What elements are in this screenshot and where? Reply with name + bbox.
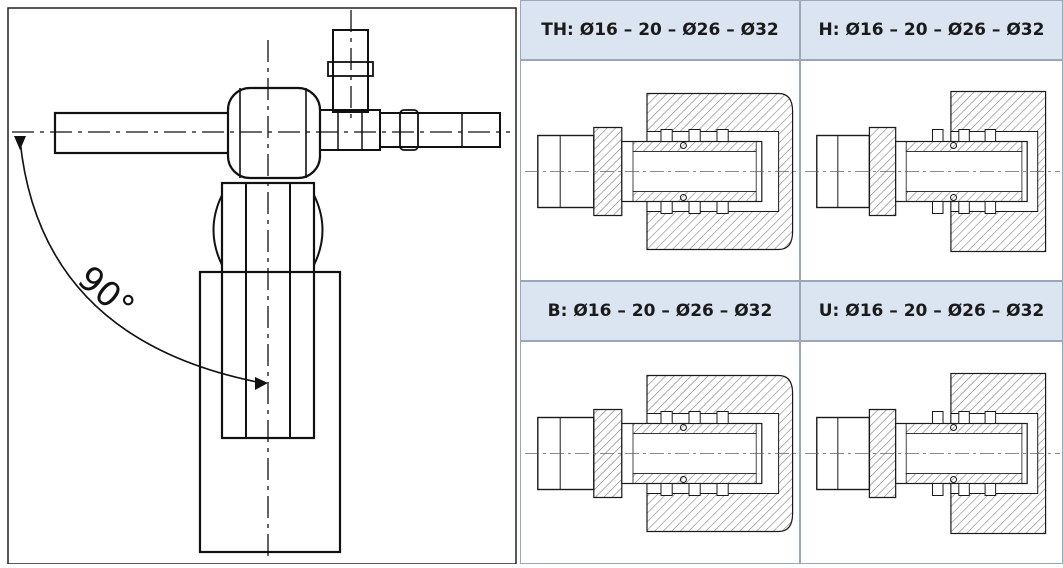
stem-wall-top [905, 141, 1023, 152]
groove-bottom [932, 201, 944, 214]
stem-wall-bottom [905, 473, 1023, 484]
angle-label: 90° [70, 258, 142, 327]
groove-bottom [984, 201, 997, 214]
groove-bottom [984, 483, 997, 496]
fitting-section-u [805, 372, 1060, 535]
header-b: B: Ø16 – 20 – Ø26 – Ø32 [520, 281, 800, 341]
stem-wall-top [632, 141, 757, 152]
stem-wall-bottom [632, 191, 757, 202]
arc-arrow-bottom [255, 377, 268, 390]
groove-top [984, 411, 997, 424]
fitting-section-h [805, 90, 1060, 253]
groove-top [984, 129, 997, 142]
o-ring [950, 142, 958, 149]
o-ring [679, 424, 687, 431]
assembly-svg: 90° [7, 7, 517, 565]
bulge-right [313, 194, 324, 266]
o-ring [679, 476, 687, 483]
arc-arrow-top [14, 136, 26, 150]
groove-bottom [688, 483, 701, 496]
bulge-left [212, 194, 223, 266]
section-h [800, 60, 1063, 281]
fitting-section-b [525, 374, 797, 533]
section-th [520, 60, 800, 281]
stem-wall-bottom [905, 191, 1023, 202]
groove-bottom [716, 201, 729, 214]
header-u: U: Ø16 – 20 – Ø26 – Ø32 [800, 281, 1063, 341]
tee-fitting [319, 109, 381, 151]
o-ring [679, 194, 687, 201]
o-ring [950, 424, 958, 431]
groove-top [660, 411, 673, 424]
groove-bottom [716, 483, 729, 496]
groove-top [688, 129, 701, 142]
o-ring [950, 194, 958, 201]
o-ring [950, 476, 958, 483]
groove-bottom [958, 483, 970, 496]
section-u [800, 341, 1063, 564]
groove-top [660, 129, 673, 142]
stem-wall-top [905, 423, 1023, 434]
horizontal-pipe [53, 111, 237, 155]
groove-top [958, 411, 970, 424]
groove-top [716, 129, 729, 142]
groove-bottom [958, 201, 970, 214]
o-ring [679, 142, 687, 149]
groove-bottom [660, 201, 673, 214]
groove-bottom [660, 483, 673, 496]
section-grid: TH: Ø16 – 20 – Ø26 – Ø32 H: Ø16 – 20 – Ø… [520, 0, 1063, 564]
groove-bottom [688, 201, 701, 214]
lower-body [198, 270, 342, 554]
groove-top [688, 411, 701, 424]
outlet-ring [399, 109, 419, 151]
groove-top [932, 411, 944, 424]
angle-arc [19, 139, 263, 384]
assembly-drawing: 90° [0, 0, 518, 565]
groove-top [932, 129, 944, 142]
groove-top [958, 129, 970, 142]
header-h: H: Ø16 – 20 – Ø26 – Ø32 [800, 0, 1063, 60]
groove-bottom [932, 483, 944, 496]
outlet-pipe [379, 112, 501, 148]
section-b [520, 341, 800, 564]
stem-wall-bottom [632, 473, 757, 484]
stem-wall-top [632, 423, 757, 434]
header-th: TH: Ø16 – 20 – Ø26 – Ø32 [520, 0, 800, 60]
fitting-section-th [525, 92, 797, 251]
groove-top [716, 411, 729, 424]
